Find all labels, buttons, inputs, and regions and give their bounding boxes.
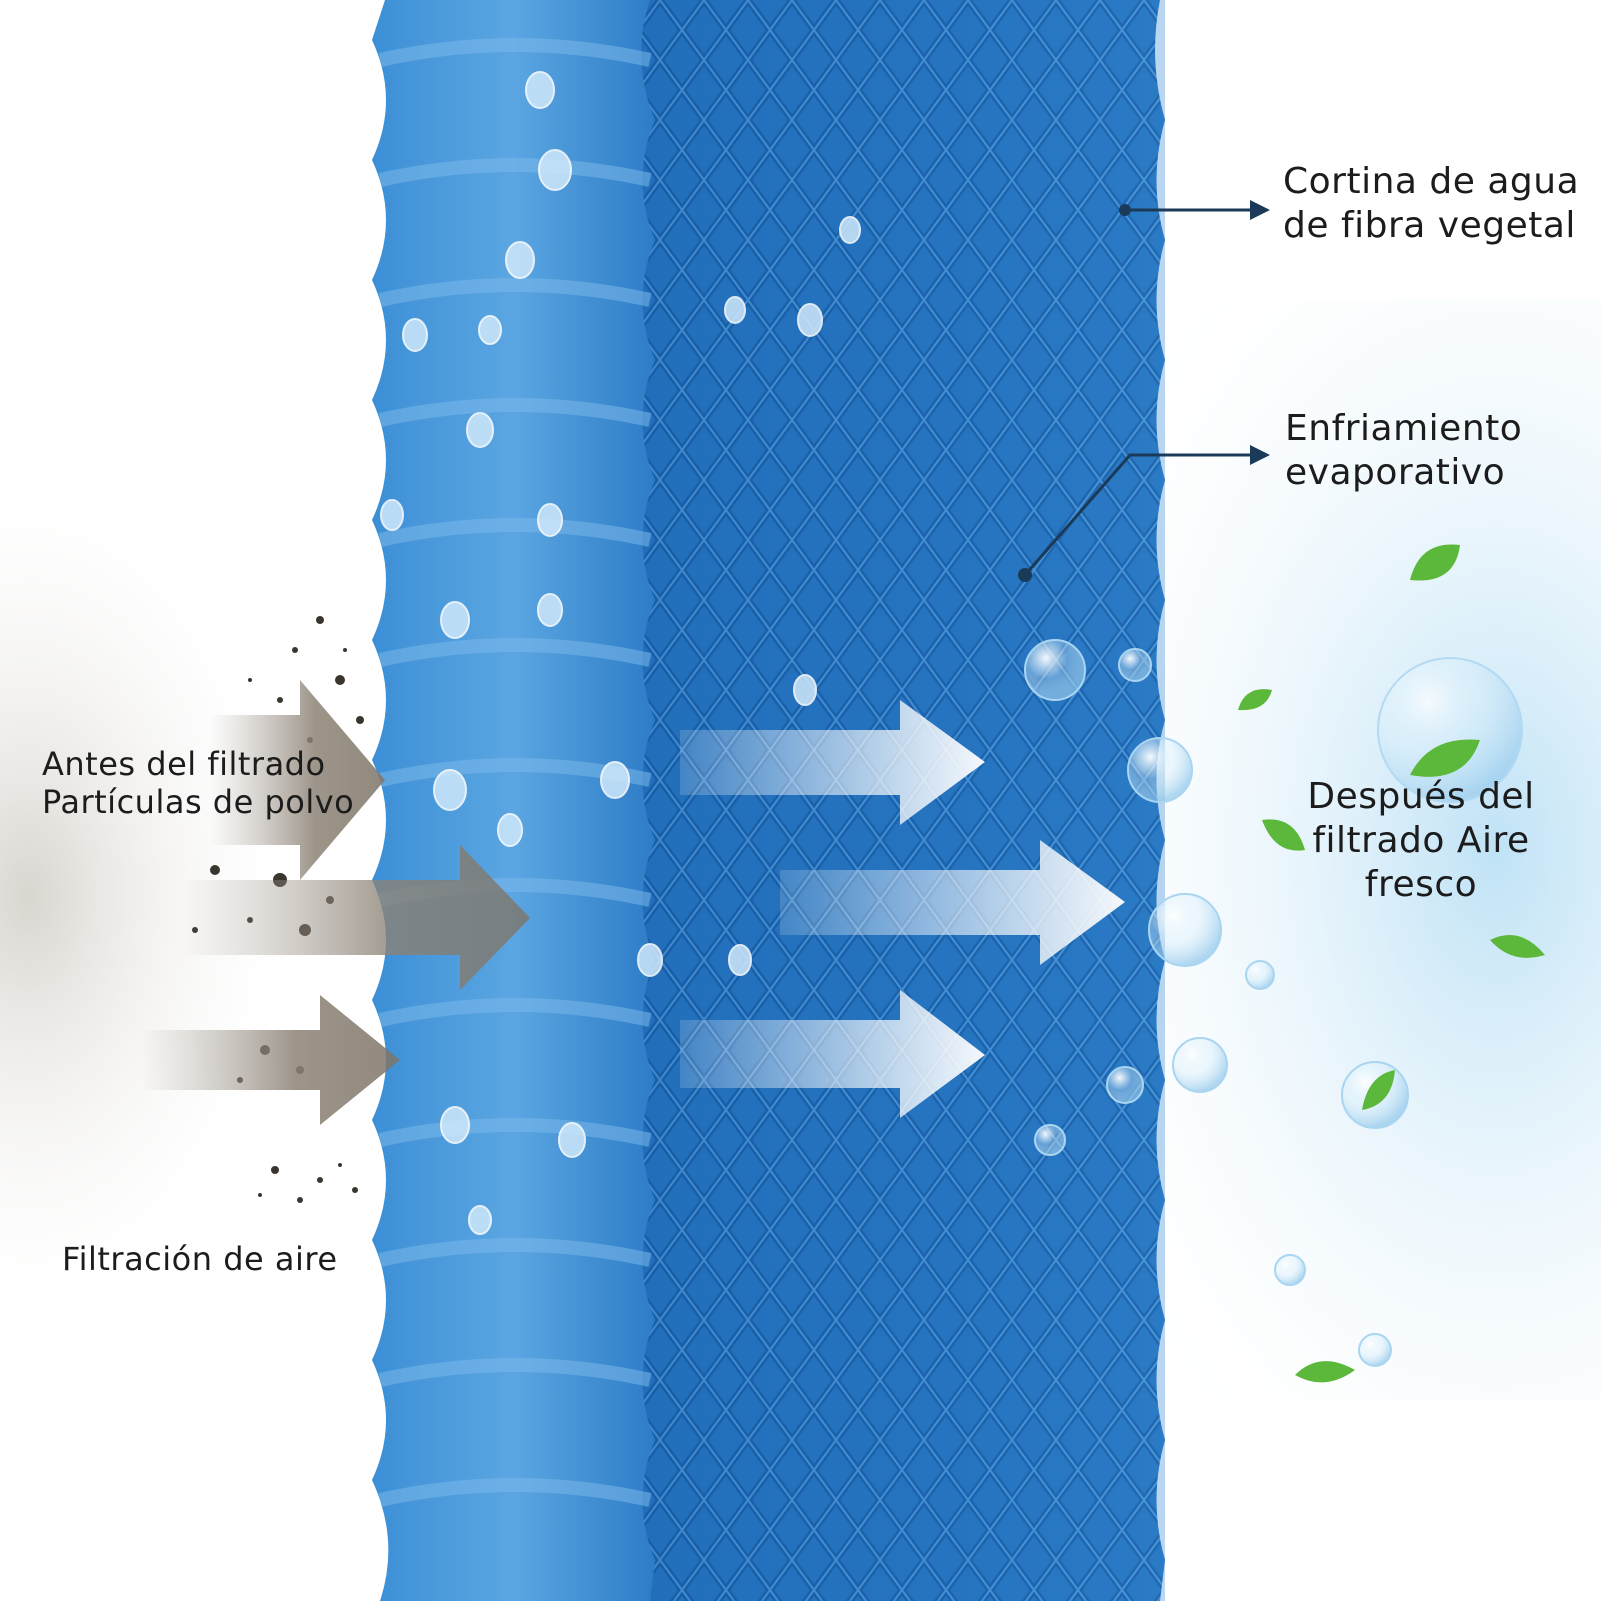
arrow-right-icon bbox=[780, 840, 1125, 965]
label-before-filtering-line2: Partículas de polvo bbox=[42, 783, 355, 821]
pointer-lines bbox=[1018, 200, 1270, 582]
fiber-layer bbox=[372, 0, 655, 1601]
arrow-right-icon bbox=[210, 680, 385, 880]
label-air-filtration: Filtración de aire bbox=[62, 1240, 338, 1278]
arrow-right-icon bbox=[680, 990, 985, 1118]
leaf-icon bbox=[1238, 544, 1545, 1383]
water-drop-icon bbox=[380, 71, 861, 1235]
arrow-right-icon bbox=[180, 845, 530, 990]
dusty-air-arrows bbox=[140, 680, 530, 1125]
fiber-ridges bbox=[378, 38, 652, 1507]
clean-air-arrows bbox=[680, 700, 1125, 1118]
label-evaporative-cooling: Enfriamiento evaporativo bbox=[1285, 407, 1522, 495]
label-after-filtering: Después del filtrado Aire fresco bbox=[1307, 776, 1535, 905]
label-before-filtering-line1: Antes del filtrado bbox=[42, 745, 326, 783]
label-water-curtain-line1: Cortina de agua bbox=[1283, 161, 1580, 202]
label-water-curtain: Cortina de agua de fibra vegetal bbox=[1283, 160, 1579, 248]
label-evaporative-cooling-line1: Enfriamiento bbox=[1285, 408, 1523, 449]
label-before-filtering: Antes del filtrado Partículas de polvo bbox=[42, 745, 354, 821]
arrow-right-icon bbox=[140, 995, 400, 1125]
label-evaporative-cooling-line2: evaporativo bbox=[1285, 452, 1506, 493]
label-water-curtain-line2: de fibra vegetal bbox=[1283, 205, 1576, 246]
arrow-right-icon bbox=[680, 700, 985, 825]
